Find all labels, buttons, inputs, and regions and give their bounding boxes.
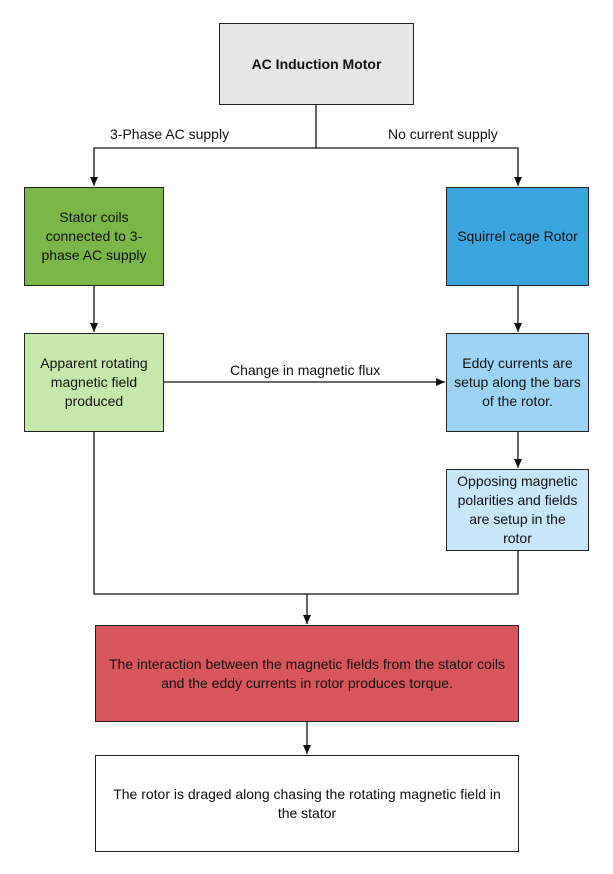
node-label: Squirrel cage Rotor (457, 228, 578, 244)
node-label: Opposing magnetic polarities and fields … (457, 473, 578, 546)
node-stator-coils: Stator coils connected to 3-phase AC sup… (24, 187, 164, 286)
node-label: The rotor is draged along chasing the ro… (113, 785, 501, 821)
edge-motor-to-squirrel (316, 147, 522, 186)
node-opposing-polarities: Opposing magnetic polarities and fields … (446, 469, 589, 551)
node-eddy-currents: Eddy currents are setup along the bars o… (446, 333, 589, 432)
node-rotor-dragged: The rotor is draged along chasing the ro… (95, 755, 519, 852)
node-label: Apparent rotating magnetic field produce… (40, 355, 148, 409)
node-label: AC Induction Motor (251, 55, 382, 72)
node-label: Eddy currents are setup along the bars o… (454, 355, 581, 409)
node-torque-interaction: The interaction between the magnetic fie… (95, 625, 519, 722)
edge-motor-to-stator (90, 105, 317, 186)
edge-label-change-in-magnetic-flux: Change in magnetic flux (230, 362, 381, 378)
edge-label-3-phase-ac-supply: 3-Phase AC supply (110, 126, 230, 142)
edge-field-to-interaction (93, 432, 307, 595)
edge-opposing-to-interaction (307, 551, 519, 595)
edge-label-no-current-supply: No current supply (388, 126, 498, 142)
node-label: Stator coils connected to 3-phase AC sup… (41, 209, 147, 263)
node-ac-induction-motor: AC Induction Motor (219, 23, 414, 105)
node-label: The interaction between the magnetic fie… (108, 655, 506, 691)
node-rotating-magnetic-field: Apparent rotating magnetic field produce… (24, 333, 164, 432)
node-squirrel-cage-rotor: Squirrel cage Rotor (446, 187, 589, 286)
